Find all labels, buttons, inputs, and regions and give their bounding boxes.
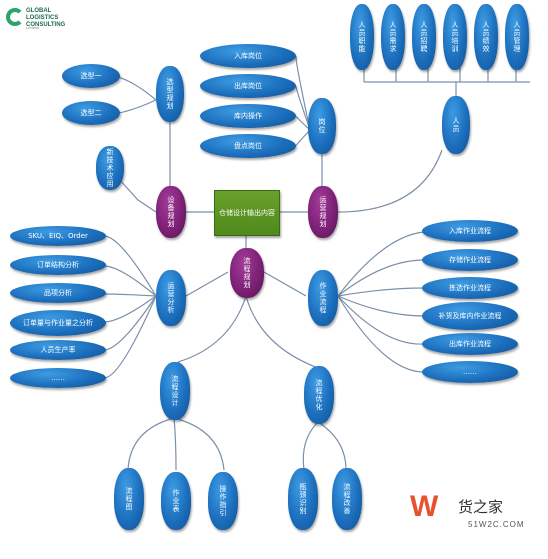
analysis-item-1: SKU、EIQ、Order bbox=[10, 226, 106, 246]
center-node: 仓储设计输出内容 bbox=[214, 190, 280, 236]
branch-positions-label: 岗位 bbox=[318, 118, 327, 134]
branch-selection: 选型规划 bbox=[156, 66, 184, 122]
position-item-2: 出库岗位 bbox=[200, 74, 296, 98]
branch-process-optimization-label: 流程优化 bbox=[315, 379, 324, 411]
center-node-label: 仓储设计输出内容 bbox=[219, 208, 275, 217]
watermark-url: 51W2C.COM bbox=[468, 520, 525, 529]
analysis-item-5: 人员生产率 bbox=[10, 340, 106, 360]
company-logo: GLOBAL LOGISTICS CONSULTING Limited bbox=[6, 6, 76, 32]
hub-equipment: 设备规划 bbox=[156, 186, 186, 238]
branch-workflow: 作业流程 bbox=[308, 270, 338, 326]
branch-process-design: 流程设计 bbox=[160, 362, 190, 420]
personnel-item-1: 人员职能 bbox=[350, 4, 374, 70]
branch-personnel: 人员 bbox=[442, 96, 470, 154]
analysis-item-2: 订单结构分析 bbox=[10, 255, 106, 275]
watermark-logo-icon: W bbox=[410, 490, 439, 523]
logo-tagline: Limited bbox=[26, 25, 39, 30]
position-item-4: 盘点岗位 bbox=[200, 134, 296, 158]
design-item-2: 作业表 bbox=[161, 472, 191, 530]
workflow-item-3: 拣选作业流程 bbox=[422, 277, 518, 299]
logo-icon bbox=[6, 8, 24, 26]
hub-operations: 运营规划 bbox=[308, 186, 338, 238]
workflow-item-6: …… bbox=[422, 361, 518, 383]
workflow-item-2: 存储作业流程 bbox=[422, 249, 518, 271]
branch-personnel-label: 人员 bbox=[452, 117, 461, 133]
selection-item-2: 选型二 bbox=[62, 101, 120, 125]
analysis-item-4: 订单量与作业量之分析 bbox=[10, 310, 106, 336]
optimization-item-1: 瓶颈识别 bbox=[288, 468, 318, 530]
workflow-item-4: 补货及库内作业流程 bbox=[422, 302, 518, 330]
position-item-3: 库内操作 bbox=[200, 104, 296, 128]
watermark-brand: 货之家 bbox=[458, 498, 504, 516]
position-item-1: 入库岗位 bbox=[200, 44, 296, 68]
branch-process-design-label: 流程设计 bbox=[171, 375, 180, 407]
hub-process: 流程规划 bbox=[230, 248, 264, 298]
analysis-item-3: 品项分析 bbox=[10, 283, 106, 303]
design-item-3: 操作指引 bbox=[208, 472, 238, 530]
branch-analysis-label: 运营分析 bbox=[167, 282, 176, 314]
branch-process-optimization: 流程优化 bbox=[304, 366, 334, 424]
optimization-item-2: 流程改善 bbox=[332, 468, 362, 530]
personnel-item-4: 人员培训 bbox=[443, 4, 467, 70]
personnel-item-3: 人员招聘 bbox=[412, 4, 436, 70]
workflow-item-1: 入库作业流程 bbox=[422, 220, 518, 242]
logo-wordmark: GLOBAL LOGISTICS CONSULTING bbox=[26, 8, 66, 28]
personnel-item-5: 人员绩效 bbox=[474, 4, 498, 70]
site-watermark: W 货之家 51W2C.COM bbox=[408, 486, 538, 542]
branch-workflow-label: 作业流程 bbox=[319, 282, 328, 314]
hub-equipment-label: 设备规划 bbox=[167, 196, 176, 228]
personnel-item-6: 人员管理 bbox=[505, 4, 529, 70]
hub-operations-label: 运营规划 bbox=[319, 196, 328, 228]
analysis-item-6: …… bbox=[10, 368, 106, 388]
branch-positions: 岗位 bbox=[308, 98, 336, 154]
branch-analysis: 运营分析 bbox=[156, 270, 186, 326]
branch-selection-label: 选型规划 bbox=[166, 78, 175, 110]
selection-item-1: 选型一 bbox=[62, 64, 120, 88]
design-item-1: 流程图 bbox=[114, 468, 144, 530]
hub-process-label: 流程规划 bbox=[243, 257, 252, 289]
new-tech-node: 新技术应用 bbox=[96, 146, 124, 190]
personnel-item-2: 人员需求 bbox=[381, 4, 405, 70]
workflow-item-5: 出库作业流程 bbox=[422, 333, 518, 355]
